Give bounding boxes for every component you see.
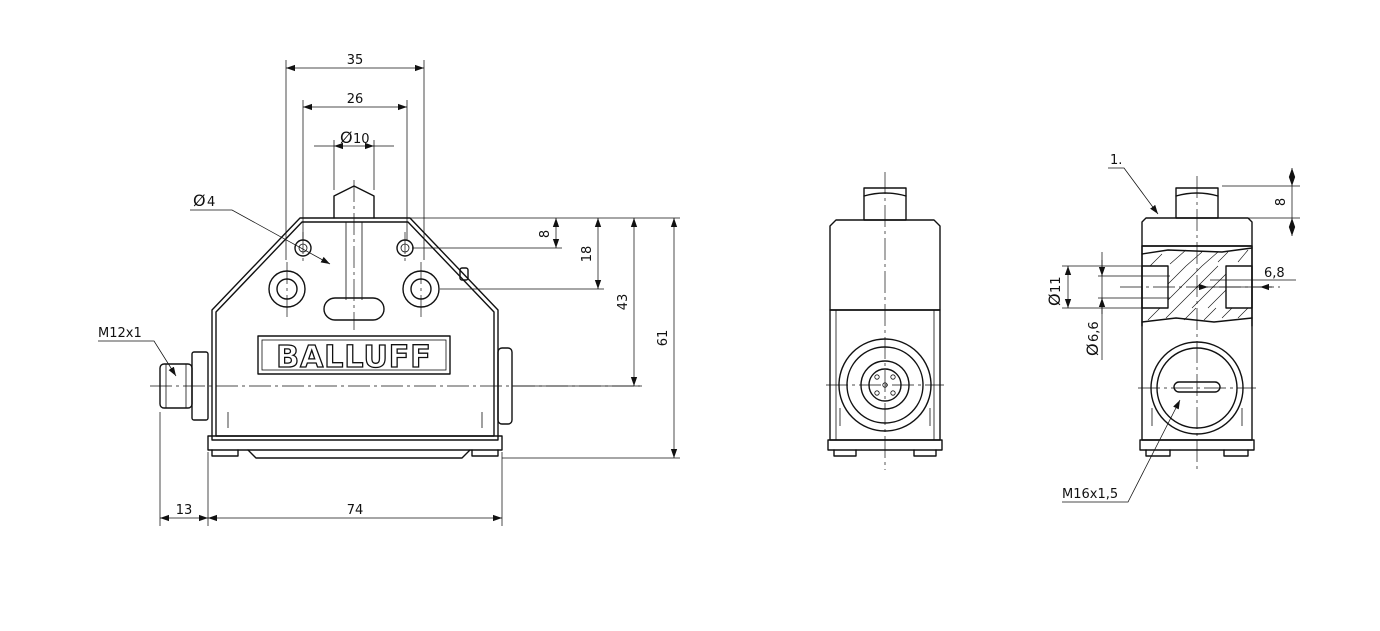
front-housing-outline xyxy=(211,217,499,441)
dim-26: 26 xyxy=(347,92,364,107)
side-view-connector xyxy=(826,172,944,470)
phi-symbol-11: Ø xyxy=(1045,293,1064,306)
logo-frame xyxy=(257,335,451,375)
front-base-plate xyxy=(207,435,503,451)
dim-phi10: 10 xyxy=(353,132,370,147)
dim-phi11: 11 xyxy=(1049,276,1064,293)
front-dimensions: 35 26 Ø 10 Ø 4 8 18 43 61 13 xyxy=(98,53,680,526)
section-dimensions: 8 1. Ø 11 Ø 6,6 6,8 M16x1,5 xyxy=(1045,153,1300,503)
dim-phi4: 4 xyxy=(207,195,215,210)
dim-8: 8 xyxy=(538,230,553,238)
label-m16: M16x1,5 xyxy=(1062,487,1118,502)
dim-18: 18 xyxy=(580,246,595,263)
dim-35: 35 xyxy=(347,53,364,68)
plunger-slot xyxy=(345,222,363,300)
phi-symbol-4: Ø xyxy=(193,191,206,210)
dim-6-8: 6,8 xyxy=(1264,266,1285,281)
label-m12: M12x1 xyxy=(98,326,142,341)
dim-74: 74 xyxy=(347,503,364,518)
dim-13: 13 xyxy=(176,503,193,518)
brand-logo: BALLUFF xyxy=(276,340,432,375)
dim-phi6-6: 6,6 xyxy=(1087,321,1102,342)
front-housing-inner xyxy=(215,221,495,437)
front-view: BALLUFF xyxy=(150,180,640,459)
phi-symbol-6-6: Ø xyxy=(1083,343,1102,356)
phi-symbol-10: Ø xyxy=(340,128,353,147)
front-base-feet xyxy=(211,449,499,459)
dim-43: 43 xyxy=(616,294,631,311)
label-ref1: 1. xyxy=(1110,153,1122,168)
dim-8-side: 8 xyxy=(1274,198,1289,206)
dim-61: 61 xyxy=(656,330,671,347)
section-view xyxy=(1120,176,1280,470)
